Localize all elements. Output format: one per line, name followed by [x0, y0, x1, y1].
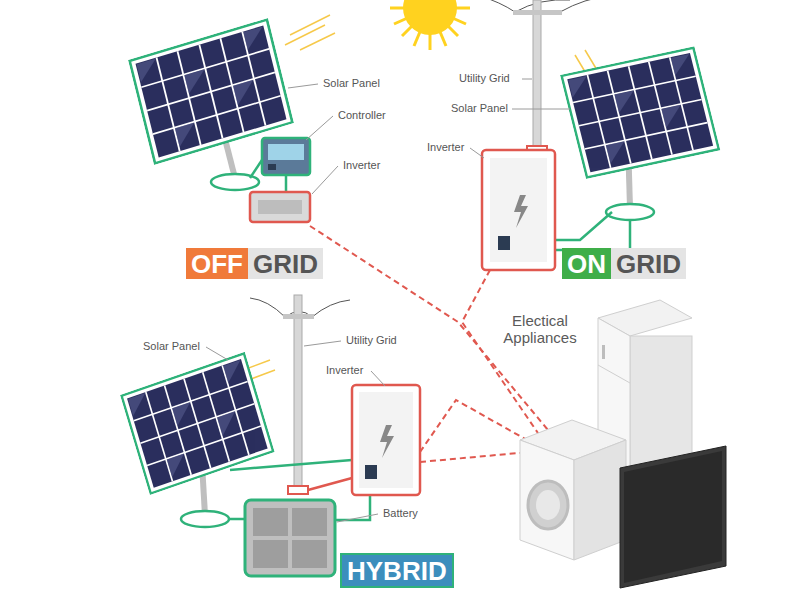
- part-label: Battery: [382, 507, 419, 520]
- badge-text: GRID: [611, 248, 686, 279]
- part-label: Solar Panel: [322, 77, 381, 90]
- part-label: Controller: [337, 109, 387, 122]
- part-label: Solar Panel: [450, 102, 509, 115]
- sun-rays: [230, 15, 600, 385]
- part-label: Inverter: [426, 141, 465, 154]
- ongrid-system: [480, 0, 719, 270]
- badge-text: HYBRID: [342, 555, 452, 586]
- hybrid-system: [122, 295, 420, 576]
- part-label: Solar Panel: [142, 340, 201, 353]
- offgrid-system: [130, 20, 310, 222]
- part-label: Inverter: [325, 364, 364, 377]
- part-label: Inverter: [342, 159, 381, 172]
- badge-text: GRID: [248, 248, 323, 279]
- system-badge: OFFGRID: [186, 248, 323, 279]
- system-badge: ONGRID: [562, 248, 686, 279]
- part-label: Utility Grid: [345, 334, 398, 347]
- leader-lines: [206, 79, 570, 522]
- group-label: Electical Appliances: [494, 312, 586, 346]
- badge-text: OFF: [186, 248, 248, 279]
- system-badge: HYBRID: [340, 553, 454, 588]
- badge-text: ON: [562, 248, 611, 279]
- sun: [390, 0, 470, 50]
- part-label: Utility Grid: [458, 72, 511, 85]
